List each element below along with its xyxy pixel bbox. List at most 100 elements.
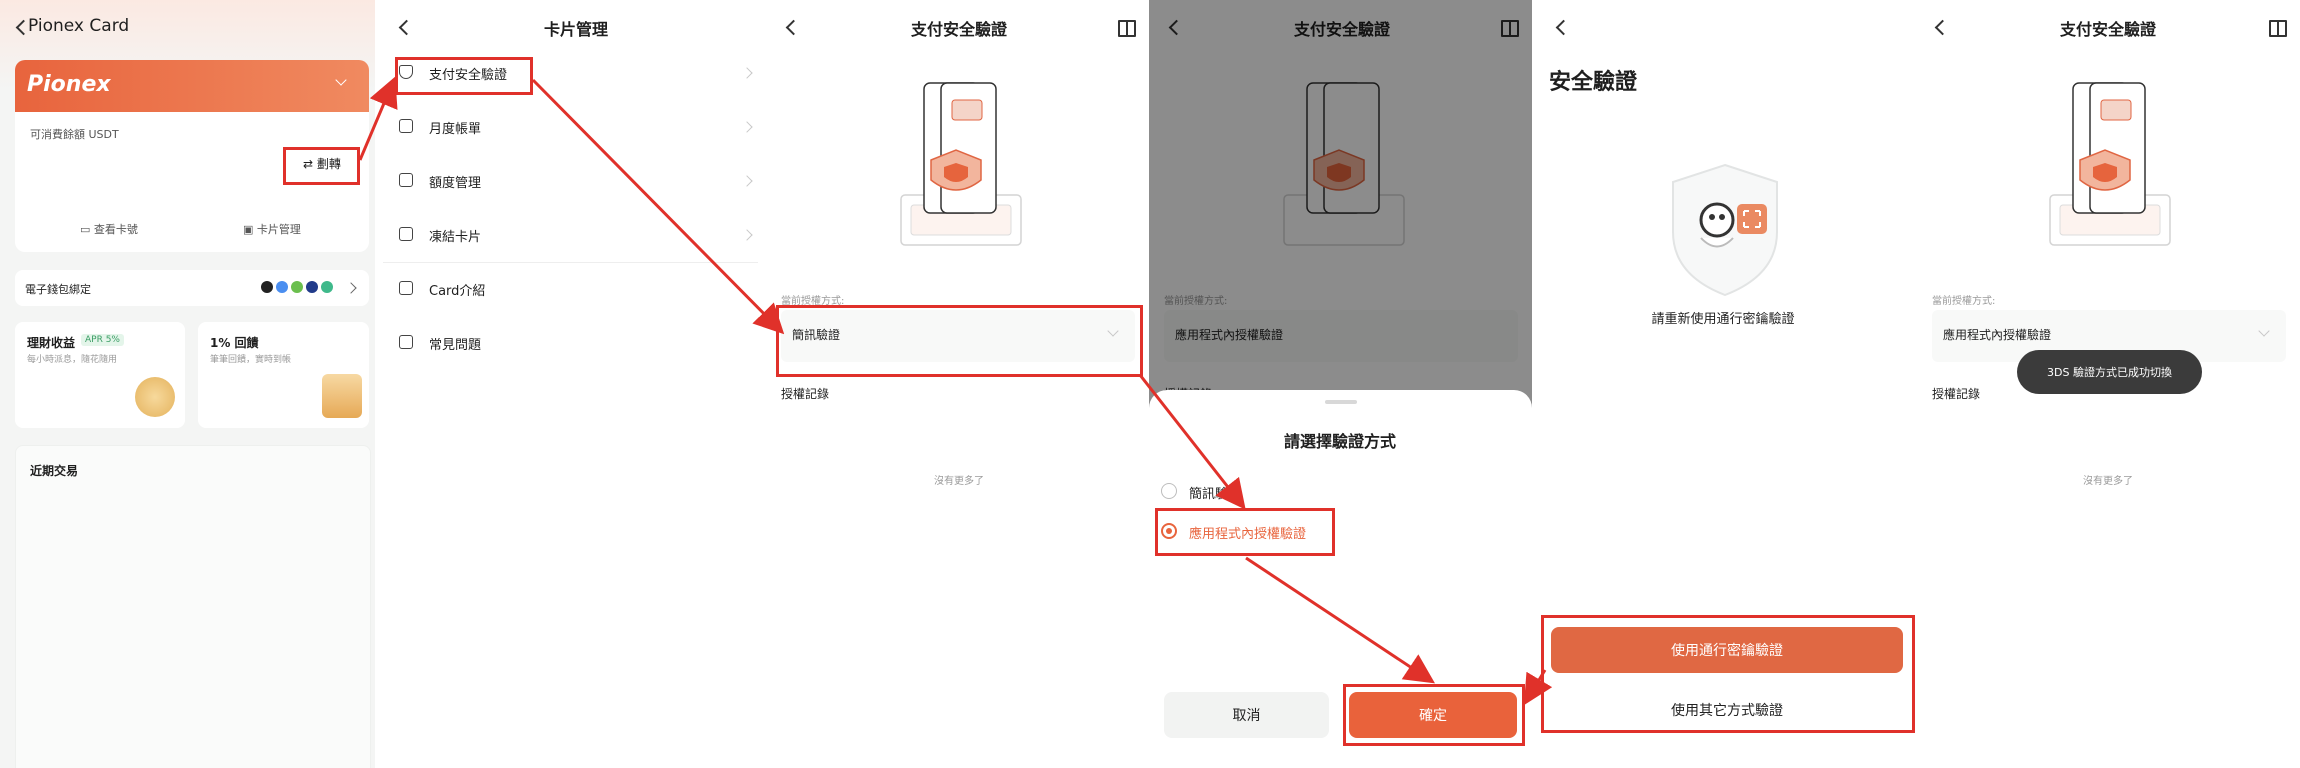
radio-sms[interactable] <box>1161 483 1177 499</box>
other-method-button[interactable]: 使用其它方式驗證 <box>1551 687 1903 733</box>
card-icon <box>399 281 413 295</box>
menu-label: 常見問題 <box>429 338 482 353</box>
card-shield-illustration <box>2049 82 2171 246</box>
method-select[interactable]: 簡訊驗證 <box>781 310 1135 362</box>
chevron-right-icon <box>741 67 753 79</box>
transfer-label: 劃轉 <box>316 157 341 171</box>
radio-app[interactable] <box>1161 523 1177 539</box>
card-shield-illustration <box>900 82 1022 246</box>
menu-item-monthly-bill[interactable]: 月度帳單 <box>383 109 758 163</box>
freeze-card-icon <box>399 227 413 241</box>
annotation-transfer <box>283 147 360 185</box>
wallet-label: 電子錢包綁定 <box>25 283 91 296</box>
panel-payment-security: 支付安全驗證 當前授權方式: 簡訊驗證 授權記錄 沒有更多了 <box>766 0 1149 768</box>
wallet-logos <box>261 281 333 293</box>
book-icon[interactable] <box>1118 20 1136 37</box>
panel-choose-method: 支付安全驗證 當前授權方式: 應用程式內授權驗證 授權記錄 請選擇驗證方式 簡訊… <box>1149 0 1532 768</box>
menu-label: 凍結卡片 <box>429 230 482 245</box>
option-app-label[interactable]: 應用程式內授權驗證 <box>1189 527 1307 542</box>
annotation-payment-security <box>395 57 533 95</box>
chevron-right-icon <box>345 282 357 294</box>
method-value: 應用程式內授權驗證 <box>1175 328 1284 342</box>
menu-item-limit[interactable]: 額度管理 <box>383 163 758 217</box>
no-more-text: 沒有更多了 <box>2083 476 2133 487</box>
method-select[interactable]: 應用程式內授權驗證 <box>1932 310 2286 362</box>
method-label: 當前授權方式: <box>781 296 845 307</box>
back-icon[interactable] <box>1934 19 1951 36</box>
method-value: 應用程式內授權驗證 <box>1943 328 2052 342</box>
cashback-title: 1% 回饋 <box>210 336 259 350</box>
panel-switched: 支付安全驗證 當前授權方式: 應用程式內授權驗證 授權記錄 沒有更多了 3DS … <box>1915 0 2300 768</box>
menu-label: Card介紹 <box>429 284 486 299</box>
page-title: 支付安全驗證 <box>910 20 1008 39</box>
menu-label: 月度帳單 <box>429 122 482 137</box>
panel-card-management: 卡片管理 支付安全驗證 月度帳單 額度管理 凍結卡片 Card介紹 常見問題 <box>383 0 758 768</box>
back-icon[interactable] <box>398 19 415 36</box>
method-select[interactable]: 應用程式內授權驗證 <box>1164 310 1518 362</box>
pionex-logo: Pionex <box>27 72 111 97</box>
shield-icon <box>399 65 413 79</box>
view-card-label: 查看卡號 <box>93 223 138 236</box>
chevron-right-icon <box>741 175 753 187</box>
divider <box>383 262 758 263</box>
page-title: 支付安全驗證 <box>1293 20 1391 39</box>
page-title: 安全驗證 <box>1549 70 1638 95</box>
card-mgmt-button[interactable]: ▣ 卡片管理 <box>243 223 301 236</box>
chevron-right-icon <box>741 229 753 241</box>
menu-label: 支付安全驗證 <box>429 68 508 83</box>
recent-transactions: 近期交易 <box>15 445 371 768</box>
bill-icon <box>399 119 413 133</box>
limit-icon <box>399 173 413 187</box>
transfer-button[interactable]: ⇄ 劃轉 <box>303 157 341 171</box>
cancel-button[interactable]: 取消 <box>1164 692 1329 738</box>
wallet-row[interactable]: 電子錢包綁定 <box>15 270 369 306</box>
sheet-handle[interactable] <box>1325 400 1357 404</box>
confirm-button[interactable]: 確定 <box>1349 692 1517 738</box>
back-icon[interactable] <box>785 19 802 36</box>
chevron-right-icon <box>741 121 753 133</box>
earn-card[interactable]: 理財收益 APR 5% 每小時派息，隨花隨用 <box>15 322 185 428</box>
toast-text: 3DS 驗證方式已成功切換 <box>2047 366 2172 379</box>
page-title: 支付安全驗證 <box>2059 20 2157 39</box>
book-icon[interactable] <box>2269 20 2287 37</box>
page-title: Pionex Card <box>28 16 130 36</box>
menu-item-card-intro[interactable]: Card介紹 <box>383 271 758 325</box>
book-icon <box>399 335 413 349</box>
passkey-face-icon <box>1672 163 1778 297</box>
records-link[interactable]: 授權記錄 <box>781 387 830 401</box>
method-value: 簡訊驗證 <box>792 328 841 342</box>
card-shield-illustration <box>1283 82 1405 246</box>
passkey-button[interactable]: 使用通行密鑰驗證 <box>1551 627 1903 673</box>
card-mgmt-label: 卡片管理 <box>256 223 301 236</box>
menu-item-freeze[interactable]: 凍結卡片 <box>383 217 758 271</box>
page-title: 卡片管理 <box>543 20 609 39</box>
annotation-passkey-buttons <box>1541 615 1915 733</box>
card-banner[interactable] <box>15 60 369 112</box>
method-label: 當前授權方式: <box>1932 296 1996 307</box>
menu-item-payment-security[interactable]: 支付安全驗證 <box>383 55 758 109</box>
view-card-button[interactable]: ▭ 查看卡號 <box>80 223 138 236</box>
balance-label: 可消費餘額 USDT <box>30 128 119 141</box>
menu-item-faq[interactable]: 常見問題 <box>383 325 758 379</box>
annotation-app-option <box>1155 508 1335 556</box>
panel-security-verify: 安全驗證 請重新使用通行密鑰驗證 使用通行密鑰驗證 使用其它方式驗證 <box>1532 0 1915 768</box>
desc-text: 請重新使用通行密鑰驗證 <box>1651 312 1795 327</box>
back-icon[interactable] <box>1555 19 1572 36</box>
book-icon[interactable] <box>1501 20 1519 37</box>
panel-card-home: Pionex Card Pionex 可消費餘額 USDT ⇄ 劃轉 ▭ 查看卡… <box>0 0 375 768</box>
option-sms-label[interactable]: 簡訊驗證 <box>1189 487 1242 502</box>
chevron-down-icon <box>2258 325 2270 337</box>
cashback-sub: 筆筆回饋，實時到帳 <box>210 355 292 365</box>
no-more-text: 沒有更多了 <box>934 476 984 487</box>
sheet-title: 請選擇驗證方式 <box>1283 432 1397 451</box>
annotation-confirm <box>1343 684 1525 746</box>
recent-title: 近期交易 <box>30 464 79 478</box>
card-widget: Pionex 可消費餘額 USDT ⇄ 劃轉 ▭ 查看卡號 ▣ 卡片管理 <box>15 60 369 252</box>
method-label: 當前授權方式: <box>1164 296 1228 307</box>
cashback-card[interactable]: 1% 回饋 筆筆回饋，實時到帳 <box>198 322 369 428</box>
records-link[interactable]: 授權記錄 <box>1932 387 1981 401</box>
annotation-method-select <box>776 305 1143 377</box>
earn-title: 理財收益 <box>27 336 76 350</box>
earn-sub: 每小時派息，隨花隨用 <box>27 355 118 365</box>
menu-label: 額度管理 <box>429 176 482 191</box>
